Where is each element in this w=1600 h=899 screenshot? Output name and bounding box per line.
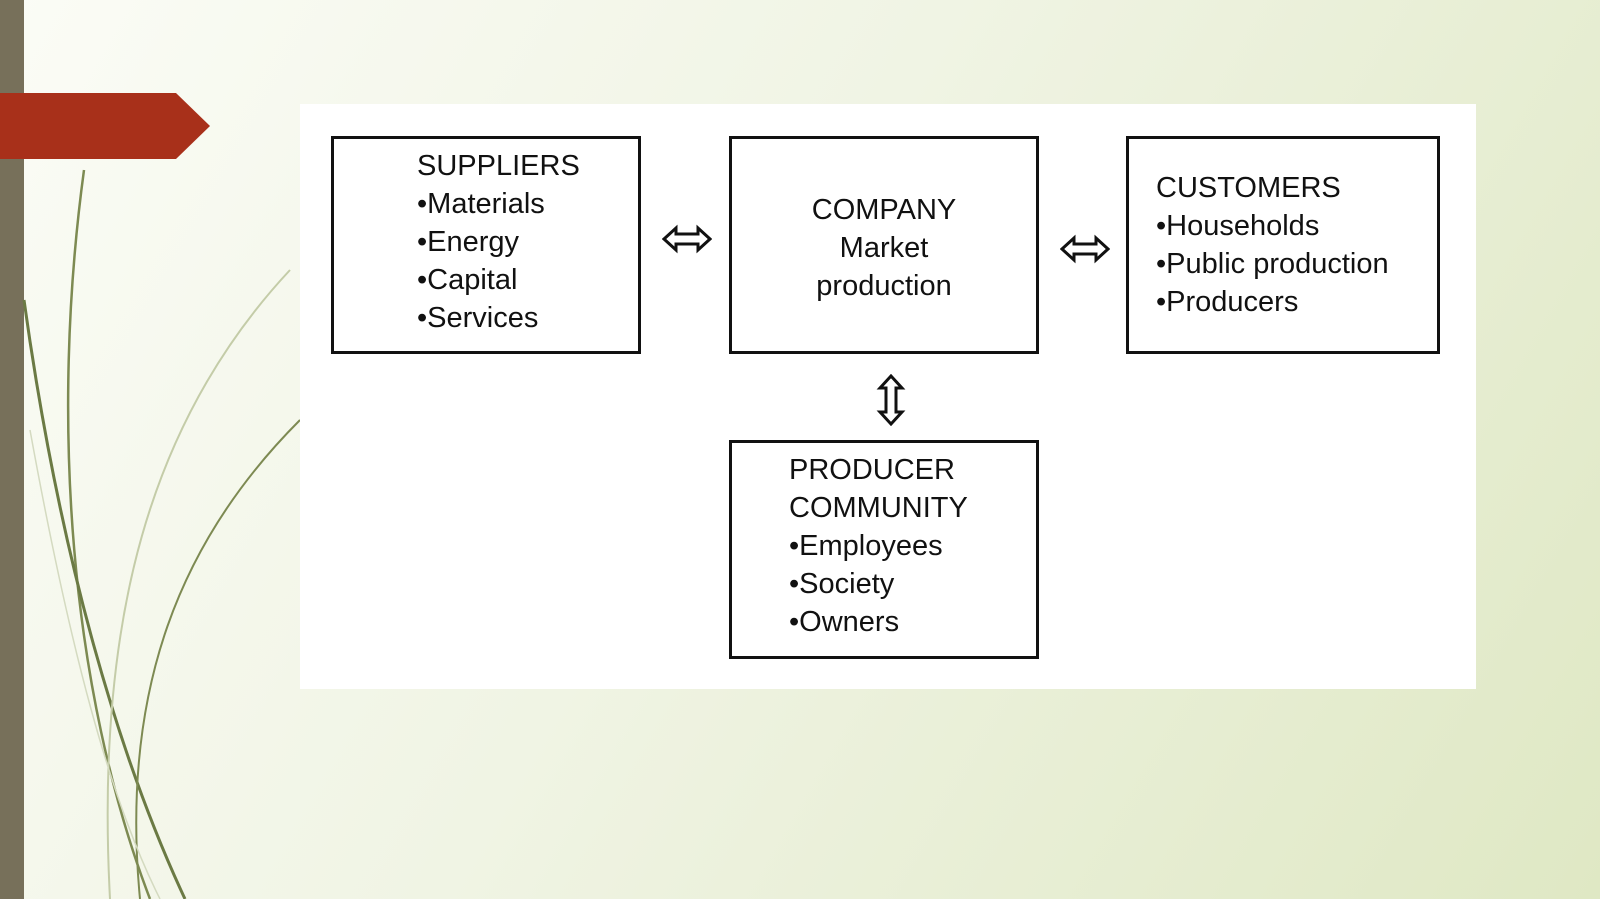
company-line-market: Market — [839, 232, 929, 264]
producer-title-line1: PRODUCER — [789, 454, 955, 486]
suppliers-item-energy: Energy — [417, 223, 638, 261]
decorative-curves — [22, 169, 301, 899]
accent-tab — [0, 93, 210, 159]
customers-item-producers: Producers — [1156, 283, 1437, 321]
company-box: COMPANY Market production — [729, 136, 1039, 354]
suppliers-title: SUPPLIERS — [417, 150, 580, 182]
suppliers-item-materials: Materials — [417, 185, 638, 223]
diagram-panel: SUPPLIERS Materials Energy Capital Servi… — [300, 104, 1476, 689]
customers-item-households: Households — [1156, 207, 1437, 245]
suppliers-box: SUPPLIERS Materials Energy Capital Servi… — [331, 136, 641, 354]
suppliers-item-services: Services — [417, 299, 638, 337]
customers-box: CUSTOMERS Households Public production P… — [1126, 136, 1440, 354]
customers-title: CUSTOMERS — [1156, 172, 1341, 204]
producer-community-box: PRODUCER COMMUNITY Employees Society Own… — [729, 440, 1039, 659]
producer-item-owners: Owners — [789, 603, 1036, 641]
double-arrow-suppliers-company-icon — [662, 224, 712, 254]
company-line-production: production — [816, 270, 952, 302]
suppliers-item-capital: Capital — [417, 261, 638, 299]
producer-title-line2: COMMUNITY — [789, 492, 968, 524]
double-arrow-company-producer-icon — [876, 374, 906, 426]
producer-item-employees: Employees — [789, 527, 1036, 565]
customers-item-public-production: Public production — [1156, 245, 1437, 283]
double-arrow-company-customers-icon — [1060, 234, 1110, 264]
producer-item-society: Society — [789, 565, 1036, 603]
company-title: COMPANY — [811, 194, 957, 226]
